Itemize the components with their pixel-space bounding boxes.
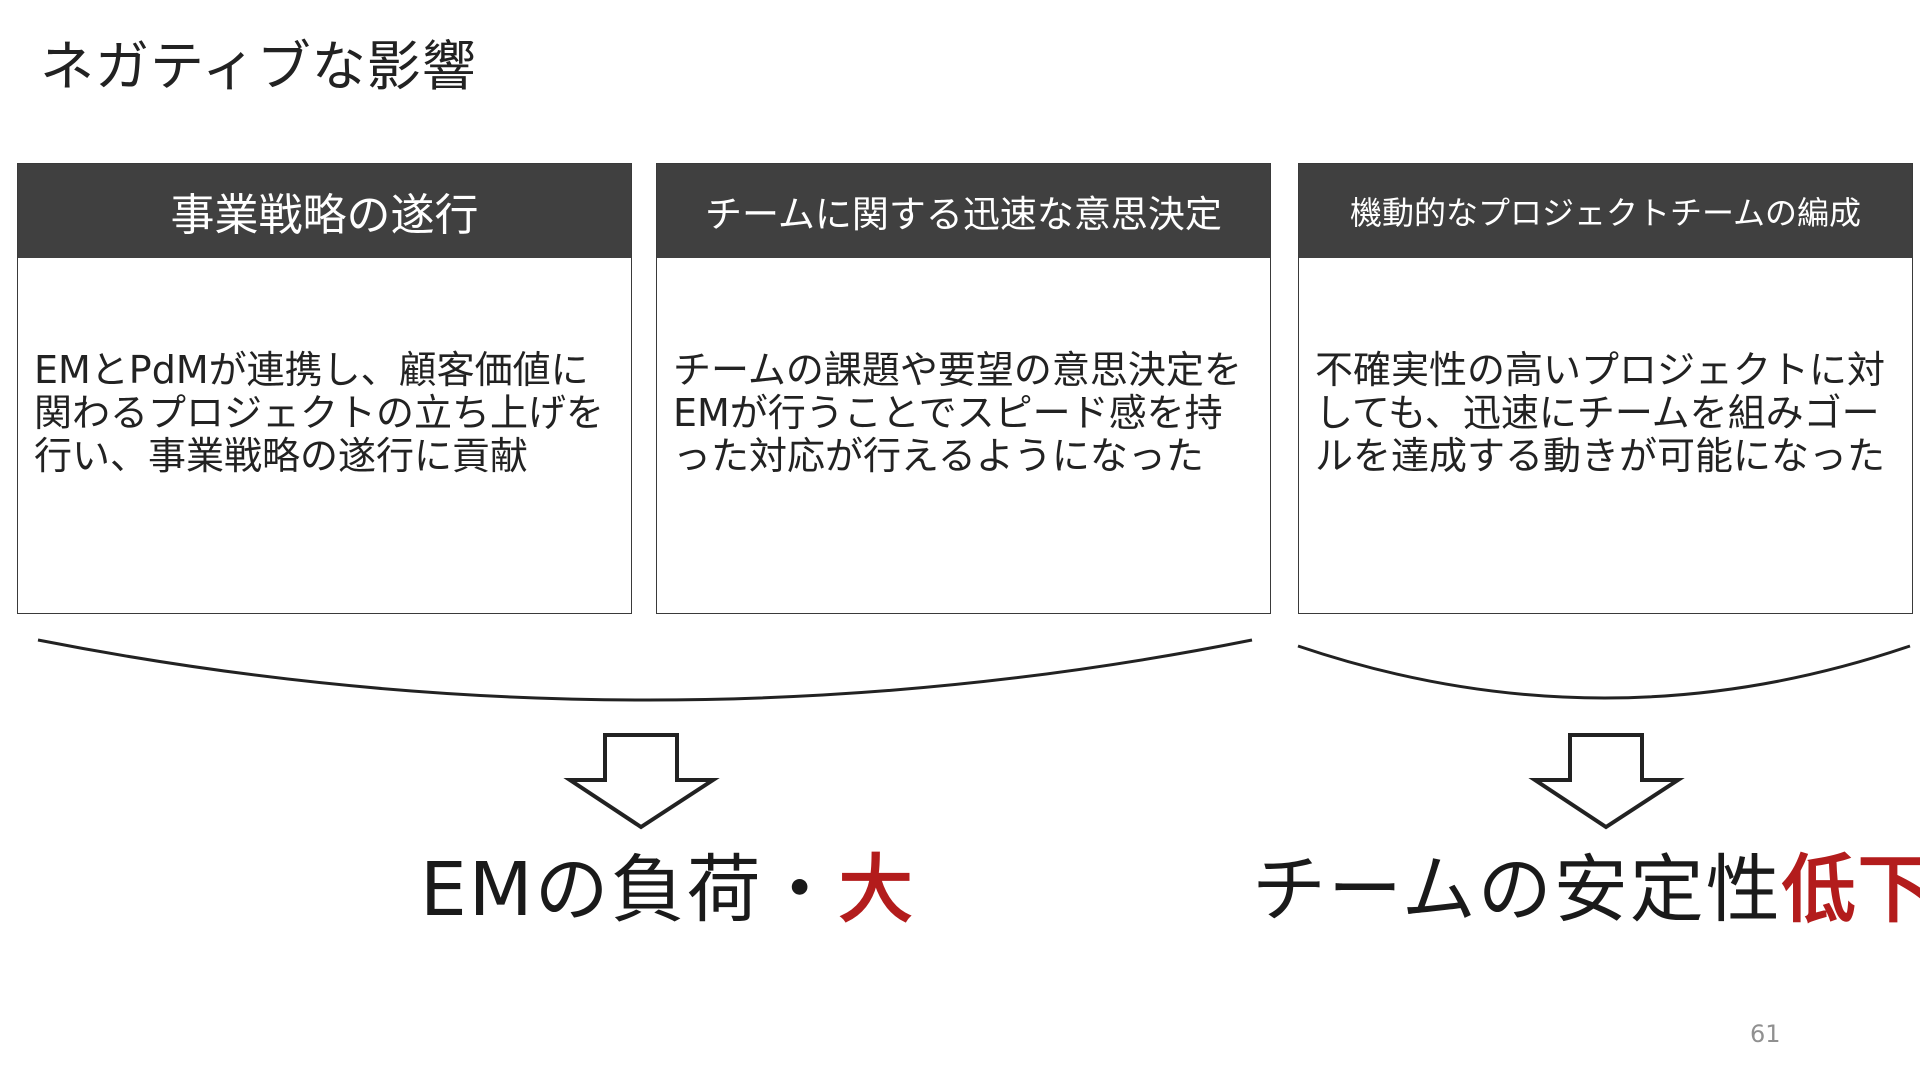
card-project-team: 機動的なプロジェクトチームの編成 不確実性の高いプロジェクトに対しても、迅速にチ… [1298, 163, 1913, 614]
down-arrow-left-icon [563, 733, 720, 830]
card-business-strategy: 事業戦略の遂行 EMとPdMが連携し、顧客価値に関わるプロジェクトの立ち上げを行… [17, 163, 632, 614]
card-header: 事業戦略の遂行 [18, 164, 631, 258]
card-body: チームの課題や要望の意思決定をEMが行うことでスピード感を持った対応が行えるよう… [673, 348, 1242, 478]
card-body: 不確実性の高いプロジェクトに対しても、迅速にチームを組みゴールを達成する動きが可… [1315, 348, 1886, 478]
conclusion-team-stability: チームの安定性低下 [1252, 845, 1920, 935]
right-brace [1297, 644, 1911, 700]
down-arrow-right-icon [1528, 733, 1685, 830]
conclusion-text: EMの負荷・ [420, 847, 839, 933]
conclusion-emphasis: 大 [838, 847, 915, 933]
left-brace [37, 638, 1253, 702]
conclusion-emphasis: 低下 [1781, 847, 1920, 933]
conclusion-em-load: EMの負荷・大 [420, 845, 915, 935]
slide-title: ネガティブな影響 [40, 35, 477, 98]
card-team-decision: チームに関する迅速な意思決定 チームの課題や要望の意思決定をEMが行うことでスピ… [656, 163, 1271, 614]
page-number: 61 [1750, 1020, 1781, 1048]
conclusion-text: チームの安定性 [1252, 847, 1782, 933]
card-header: 機動的なプロジェクトチームの編成 [1299, 164, 1912, 258]
card-body: EMとPdMが連携し、顧客価値に関わるプロジェクトの立ち上げを行い、事業戦略の遂… [34, 348, 605, 478]
card-header: チームに関する迅速な意思決定 [657, 164, 1270, 258]
